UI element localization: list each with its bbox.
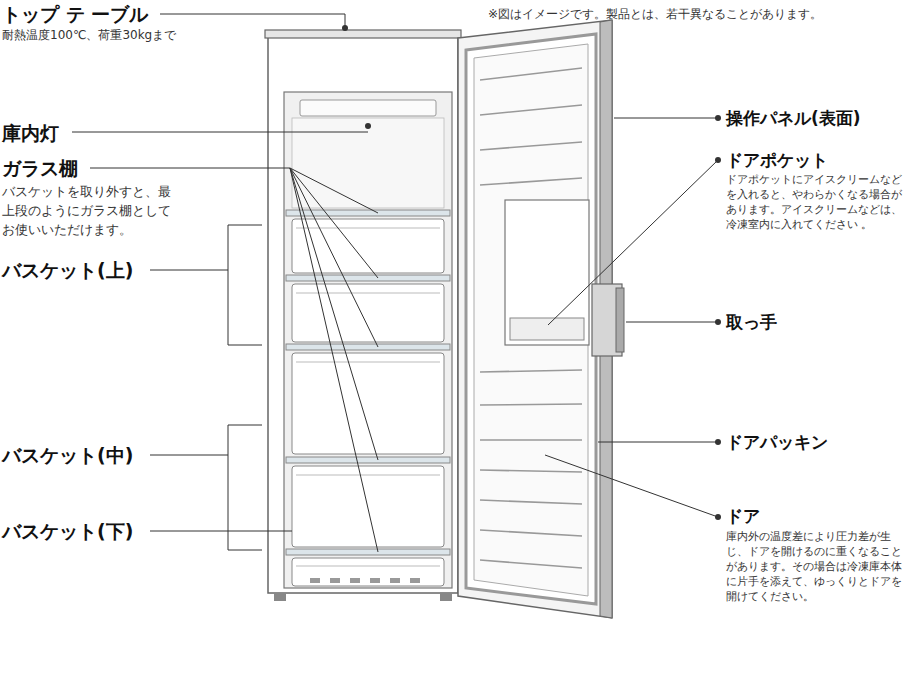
vent-slot bbox=[310, 578, 320, 583]
part-name: バスケット(上) bbox=[2, 258, 133, 282]
glass-shelf bbox=[286, 549, 450, 555]
door-gasket bbox=[466, 34, 596, 604]
freezer-cavity bbox=[284, 92, 452, 588]
part-name: ガラス棚 bbox=[2, 156, 78, 180]
part-name: トップ テ ーブル bbox=[2, 2, 148, 26]
freezer-body bbox=[268, 36, 458, 593]
top-table bbox=[265, 30, 461, 38]
vent-slot bbox=[410, 578, 420, 583]
foot bbox=[274, 593, 286, 601]
foot bbox=[440, 593, 452, 601]
leader-line bbox=[72, 14, 718, 552]
door-panel bbox=[458, 20, 612, 618]
part-name: ドアパッキン bbox=[726, 431, 828, 453]
part-name: 庫内灯 bbox=[2, 121, 59, 145]
part-name: バスケット(下) bbox=[2, 519, 133, 543]
door-liner bbox=[474, 44, 588, 596]
vent-slot bbox=[330, 578, 340, 583]
part-name: ドアポケット bbox=[726, 149, 828, 171]
basket bbox=[292, 284, 444, 342]
leader-dot bbox=[342, 25, 721, 520]
part-name: 操作パネル(表面) bbox=[726, 107, 861, 129]
part-name: 取っ手 bbox=[726, 311, 777, 333]
vent-slot bbox=[370, 578, 380, 583]
basket-rim bbox=[296, 362, 440, 363]
basket-rim bbox=[296, 566, 440, 567]
vent-slot bbox=[390, 578, 400, 583]
part-description: 庫内外の温度差により圧力差が生じ、ドアを開けるのに重くなることがあります。その場… bbox=[726, 529, 902, 604]
basket bbox=[292, 558, 444, 586]
part-description: 耐熱温度100℃、荷重30kgまで bbox=[2, 27, 176, 43]
door-pocket bbox=[505, 200, 589, 345]
part-description: バスケットを取り外すと、最上段のようにガラス棚としてお使いいただけます。 bbox=[2, 182, 180, 239]
note-text: ※図はイメージです。製品とは、若干異なることがあります。 bbox=[488, 6, 822, 22]
part-name: バスケット(中) bbox=[2, 443, 133, 467]
part-name: ドア bbox=[726, 505, 760, 527]
part-description: ドアポケットにアイスクリームなどを入れると、やわらかくなる場合が あります。アイ… bbox=[726, 172, 904, 232]
basket bbox=[292, 353, 444, 454]
glass-shelf bbox=[286, 457, 450, 463]
door-pocket-front bbox=[510, 318, 584, 340]
basket-rim bbox=[296, 228, 440, 229]
glass-shelf bbox=[286, 344, 450, 350]
glass-shelf bbox=[286, 275, 450, 281]
interior-lamp bbox=[300, 100, 436, 116]
door-handle-grip bbox=[616, 288, 624, 352]
basket-rim bbox=[296, 475, 440, 476]
vent-slot bbox=[350, 578, 360, 583]
basket-rim bbox=[296, 293, 440, 294]
